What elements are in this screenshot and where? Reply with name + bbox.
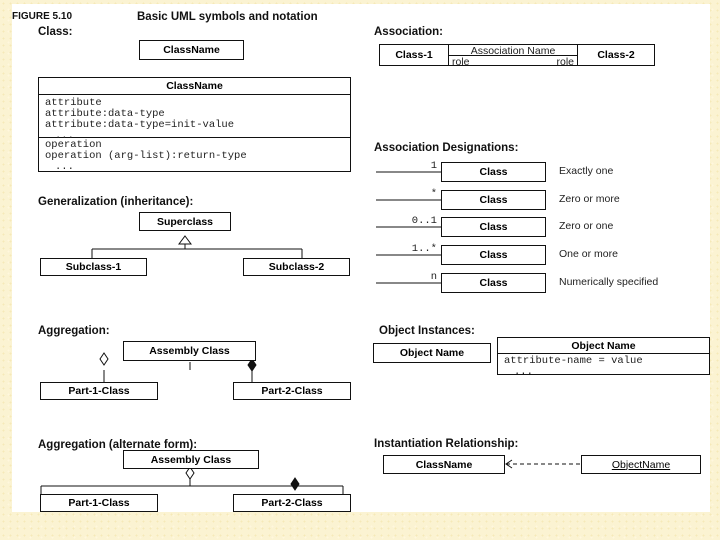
instantiation-object-box: ObjectName <box>581 455 701 474</box>
part-2-class-box: Part-2-Class <box>233 382 351 400</box>
object-attribute-line: ... <box>514 366 533 379</box>
object-attribute-line: attribute-name = value <box>504 355 643 367</box>
association-class-1: Class-1 <box>380 45 449 65</box>
operation-line: operation <box>45 139 102 151</box>
aggregation-alt-diamond-open-icon <box>185 466 195 480</box>
operation-line: ... <box>55 161 74 174</box>
association-class-2: Class-2 <box>597 49 635 61</box>
designation-class-box: Class <box>441 273 546 293</box>
multiplicity-label: n <box>430 271 437 283</box>
class-operations: operation operation (arg-list):return-ty… <box>39 138 350 173</box>
class-simple-box: ClassName <box>139 40 244 60</box>
assembly-class-alt-box: Assembly Class <box>123 450 259 469</box>
generalization-heading: Generalization (inheritance): <box>38 196 194 208</box>
class-attributes: attribute attribute:data-type attribute:… <box>39 95 350 142</box>
object-simple-box: Object Name <box>373 343 491 363</box>
class-heading: Class: <box>38 26 73 38</box>
part-1-class-box: Part-1-Class <box>40 382 158 400</box>
attribute-line: attribute:data-type <box>45 108 165 121</box>
multiplicity-meaning: Numerically specified <box>559 276 659 288</box>
multiplicity-meaning: Exactly one <box>559 165 614 177</box>
designation-class-box: Class <box>441 217 546 237</box>
figure-sheet: FIGURE 5.10 Basic UML symbols and notati… <box>12 4 710 512</box>
multiplicity-label: 0..1 <box>411 215 437 227</box>
subclass-2-box: Subclass-2 <box>243 258 350 276</box>
aggregation-heading: Aggregation: <box>38 325 110 337</box>
instantiation-heading: Instantiation Relationship: <box>374 438 519 450</box>
composition-alt-diamond-filled-icon <box>290 477 300 491</box>
designation-class-box: Class <box>441 245 546 265</box>
designation-class-box: Class <box>441 190 546 210</box>
aggregation-diamond-open-icon <box>99 352 109 366</box>
part-2-class-alt-box: Part-2-Class <box>233 494 351 512</box>
attribute-line: attribute <box>45 97 102 109</box>
attribute-line: attribute:data-type=init-value <box>45 119 235 132</box>
association-name: Association Name <box>470 45 556 57</box>
aggregation-alt-heading: Aggregation (alternate form): <box>38 439 198 451</box>
class-detailed-box: ClassName attribute attribute:data-type … <box>38 77 351 173</box>
assembly-class-box: Assembly Class <box>123 341 256 361</box>
operation-line: operation (arg-list):return-type <box>45 150 247 163</box>
connector-lines <box>40 171 581 494</box>
multiplicity-label: 1..* <box>411 243 437 255</box>
attribute-line: ... <box>55 130 74 143</box>
designation-class-box: Class <box>441 162 546 182</box>
association-diagram: Class-1 Association Name role role Class… <box>379 44 655 68</box>
figure-number: FIGURE 5.10 <box>12 11 73 22</box>
figure-title: Basic UML symbols and notation <box>137 11 318 23</box>
multiplicity-meaning: Zero or more <box>559 193 620 205</box>
role-left: role <box>452 56 470 68</box>
multiplicity-label: * <box>430 188 437 200</box>
object-instances-heading: Object Instances: <box>379 325 475 337</box>
class-detailed-name: ClassName <box>39 78 350 95</box>
superclass-box: Superclass <box>139 212 231 231</box>
designations-heading: Association Designations: <box>374 142 519 154</box>
multiplicity-meaning: Zero or one <box>559 220 614 232</box>
multiplicity-label: 1 <box>430 160 437 172</box>
instantiation-class-box: ClassName <box>383 455 505 474</box>
object-detailed-name: Object Name <box>498 338 709 354</box>
part-1-class-alt-box: Part-1-Class <box>40 494 158 512</box>
association-link: Association Name role role <box>449 45 578 68</box>
object-detailed-box: Object Name attribute-name = value ... <box>497 337 710 379</box>
composition-diamond-filled-icon <box>247 358 257 372</box>
multiplicity-meaning: One or more <box>559 248 618 260</box>
generalization-arrowhead-icon <box>178 235 192 245</box>
subclass-1-box: Subclass-1 <box>40 258 147 276</box>
instantiation-arrow-icon <box>505 459 513 469</box>
role-right: role <box>556 56 574 68</box>
association-heading: Association: <box>374 26 444 38</box>
